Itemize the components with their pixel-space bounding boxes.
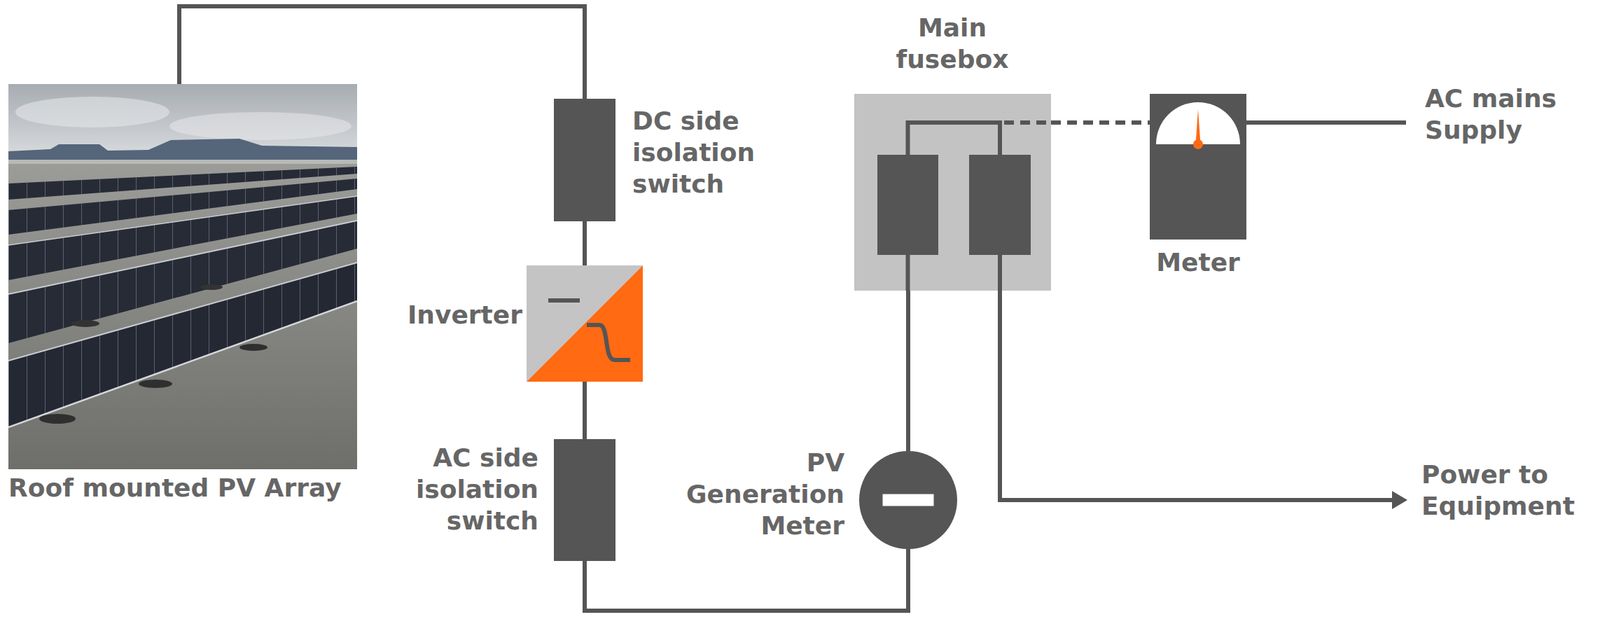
generation-meter: PV Generation Meter [859,450,958,549]
isolation-switch: DC side isolation switch [553,98,616,222]
fusebox-internals [854,93,1052,291]
cloud [15,96,170,128]
roof-edge [8,159,358,164]
inverter: Inverter [526,265,643,382]
mains-supply-wire [1246,120,1407,125]
node-label: Inverter [354,298,523,331]
wire-connector [1051,120,1150,125]
isolation-switch: AC side isolation switch [553,439,616,561]
dc-symbol [548,298,580,303]
node-label: Meter [1128,246,1269,278]
supply-label: AC mains Supply [1424,82,1586,146]
pv-array: Roof mounted PV Array [8,84,358,470]
pv-array-photo [8,84,358,470]
needle-pivot [1193,139,1203,150]
wire-connector [179,6,585,99]
ac-symbol [586,324,631,360]
arrow-head [1392,490,1408,510]
node-label: PV Generation Meter [676,446,845,542]
inverter-symbol [526,265,643,382]
fusebox: Main fusebox [854,93,1052,291]
wire-connector [906,290,911,451]
node-label: AC side isolation switch [384,441,539,537]
panel-rows [8,166,358,428]
meter-circle [859,450,958,549]
cloud [169,112,352,141]
panel-foot [200,284,223,290]
panel-foot [39,413,76,424]
supply-meter: Meter [1149,93,1247,240]
distant-buildings [8,138,358,166]
panel-foot [71,320,100,328]
equipment-wire [999,287,1395,500]
wire-connector [582,381,587,440]
meter-needle [1195,109,1201,145]
wire-connector [582,221,587,266]
meter-symbol [1149,93,1247,240]
panel-frame [8,262,358,361]
meter-body [859,450,958,549]
meter-display [882,494,935,507]
panel-foot [239,343,268,351]
fuse-wire [997,253,1003,291]
fuse-wire [906,253,911,291]
panel-frame [8,301,358,428]
flat-roof [8,159,358,470]
busbar-wire [908,122,1001,155]
meter-dial [1156,102,1241,145]
panel-cells [8,262,358,428]
node-label: Main fusebox [868,11,1037,75]
node-label: DC side isolation switch [632,105,787,200]
panel-frame [8,220,358,295]
fuse [877,154,939,255]
solar-panel-row [8,262,358,428]
node-label: Roof mounted PV Array [8,471,387,504]
ac-half [526,265,643,382]
panel-foot [138,379,173,388]
fuse [969,154,1031,255]
meter-body [1149,93,1247,240]
wire-connector [584,548,909,611]
panel-frame [8,196,358,246]
output-label: Power to Equipment [1421,458,1590,522]
dc-half [526,265,643,382]
dashed-wire [1004,120,1052,125]
